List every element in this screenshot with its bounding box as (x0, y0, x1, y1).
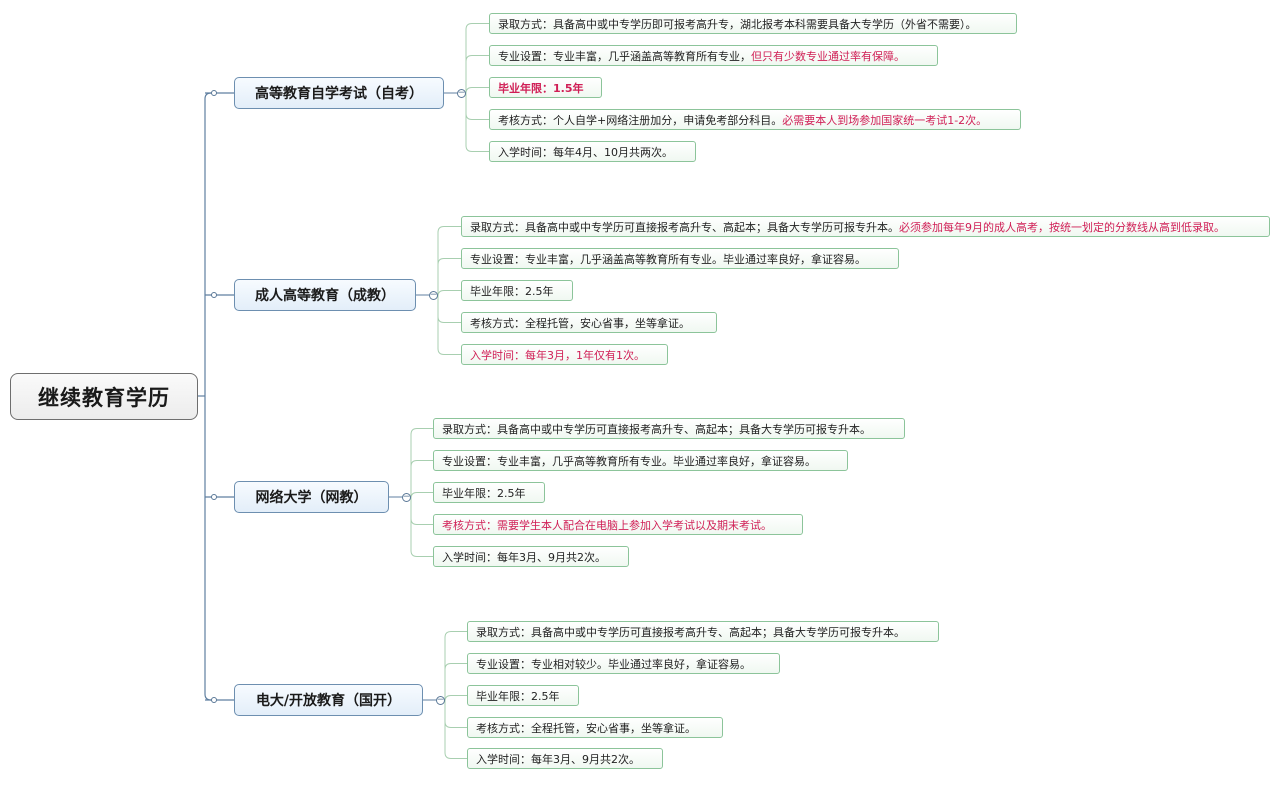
leaf-text: 专业设置：专业丰富，几乎涵盖高等教育所有专业， (498, 49, 751, 63)
leaf-connector (410, 428, 433, 497)
branch-online-university[interactable]: 网络大学（网教） (234, 481, 389, 513)
leaf-highlight-text: 必需要本人到场参加国家统一考试1-2次。 (782, 113, 988, 127)
leaf-text: 考核方式：全程托管，安心省事，坐等拿证。 (476, 721, 696, 735)
leaf-enrollment[interactable]: 入学时间：每年3月、9月共2次。 (433, 546, 629, 567)
leaf-connector (444, 631, 467, 700)
leaf-text: 毕业年限：2.5年 (442, 486, 526, 500)
leaf-connector (465, 87, 489, 94)
leaf-text: 入学时间：每年3月，1年仅有1次。 (470, 348, 645, 362)
leaf-connector (465, 23, 489, 93)
leaf-connector (410, 460, 433, 497)
collapse-toggle-icon[interactable]: − (457, 88, 466, 98)
leaf-enrollment[interactable]: 入学时间：每年4月、10月共两次。 (489, 141, 696, 162)
leaf-assessment[interactable]: 考核方式：全程托管，安心省事，坐等拿证。 (461, 312, 717, 333)
leaf-text: 入学时间：每年3月、9月共2次。 (476, 752, 640, 766)
connector-dot (211, 292, 217, 298)
leaf-enrollment[interactable]: 入学时间：每年3月，1年仅有1次。 (461, 344, 668, 365)
leaf-majors[interactable]: 专业设置：专业丰富，几乎涵盖高等教育所有专业，但只有少数专业通过率有保障。 (489, 45, 938, 66)
leaf-duration[interactable]: 毕业年限：2.5年 (467, 685, 579, 706)
leaf-majors[interactable]: 专业设置：专业丰富，几乎高等教育所有专业。毕业通过率良好，拿证容易。 (433, 450, 848, 471)
leaf-text: 毕业年限：1.5年 (498, 81, 584, 95)
leaf-duration[interactable]: 毕业年限：2.5年 (433, 482, 545, 503)
leaf-majors[interactable]: 专业设置：专业丰富，几乎涵盖高等教育所有专业。毕业通过率良好，拿证容易。 (461, 248, 899, 269)
leaf-text: 考核方式：个人自学+网络注册加分，申请免考部分科目。 (498, 113, 783, 127)
leaf-connector (437, 226, 461, 295)
leaf-assessment[interactable]: 考核方式：全程托管，安心省事，坐等拿证。 (467, 717, 723, 738)
connector-dot (211, 90, 217, 96)
trunk-line (204, 92, 212, 701)
branch-self-study-exam[interactable]: 高等教育自学考试（自考） (234, 77, 444, 109)
leaf-text: 入学时间：每年4月、10月共两次。 (498, 145, 673, 159)
branch-adult-education[interactable]: 成人高等教育（成教） (234, 279, 416, 311)
leaf-text: 录取方式：具备高中或中专学历即可报考高升专，湖北报考本科需要具备大专学历（外省不… (498, 17, 977, 31)
leaf-text: 考核方式：需要学生本人配合在电脑上参加入学考试以及期末考试。 (442, 518, 772, 532)
leaf-connector (410, 497, 433, 525)
leaf-connector (444, 695, 467, 702)
leaf-admission[interactable]: 录取方式：具备高中或中专学历可直接报考高升专、高起本；具备大专学历可报专升本。 (433, 418, 905, 439)
leaf-connector (444, 700, 467, 728)
leaf-enrollment[interactable]: 入学时间：每年3月、9月共2次。 (467, 748, 663, 769)
leaf-text: 毕业年限：2.5年 (470, 284, 554, 298)
leaf-text: 专业设置：专业丰富，几乎涵盖高等教育所有专业。毕业通过率良好，拿证容易。 (470, 252, 866, 266)
leaf-connector (410, 492, 433, 499)
leaf-connector (410, 497, 433, 557)
leaf-admission[interactable]: 录取方式：具备高中或中专学历可直接报考高升专、高起本；具备大专学历可报专升本。 (467, 621, 939, 642)
leaf-assessment[interactable]: 考核方式：需要学生本人配合在电脑上参加入学考试以及期末考试。 (433, 514, 803, 535)
leaf-text: 专业设置：专业丰富，几乎高等教育所有专业。毕业通过率良好，拿证容易。 (442, 454, 816, 468)
leaf-text: 录取方式：具备高中或中专学历可直接报考高升专、高起本；具备大专学历可报专升本。 (442, 422, 871, 436)
leaf-text: 录取方式：具备高中或中专学历可直接报考高升专、高起本；具备大专学历可报专升本。 (476, 625, 905, 639)
leaf-connector (437, 295, 461, 323)
leaf-text: 考核方式：全程托管，安心省事，坐等拿证。 (470, 316, 690, 330)
connector-dot (211, 494, 217, 500)
collapse-toggle-icon[interactable]: − (436, 695, 445, 705)
leaf-connector (465, 55, 489, 93)
collapse-toggle-icon[interactable]: − (429, 290, 438, 300)
leaf-connector (465, 93, 489, 152)
leaf-majors[interactable]: 专业设置：专业相对较少。毕业通过率良好，拿证容易。 (467, 653, 780, 674)
leaf-connector (444, 700, 467, 759)
leaf-connector (465, 93, 489, 120)
leaf-text: 毕业年限：2.5年 (476, 689, 560, 703)
leaf-admission[interactable]: 录取方式：具备高中或中专学历即可报考高升专，湖北报考本科需要具备大专学历（外省不… (489, 13, 1017, 34)
leaf-text: 入学时间：每年3月、9月共2次。 (442, 550, 606, 564)
leaf-admission[interactable]: 录取方式：具备高中或中专学历可直接报考高升专、高起本；具备大专学历可报专升本。必… (461, 216, 1270, 237)
leaf-highlight-text: 必须参加每年9月的成人高考，按统一划定的分数线从高到低录取。 (899, 220, 1225, 234)
leaf-text: 录取方式：具备高中或中专学历可直接报考高升专、高起本；具备大专学历可报专升本。 (470, 220, 899, 234)
leaf-highlight-text: 但只有少数专业通过率有保障。 (751, 49, 905, 63)
leaf-connector (437, 290, 461, 297)
leaf-duration[interactable]: 毕业年限：1.5年 (489, 77, 602, 98)
leaf-connector (437, 295, 461, 355)
leaf-assessment[interactable]: 考核方式：个人自学+网络注册加分，申请免考部分科目。必需要本人到场参加国家统一考… (489, 109, 1021, 130)
connector-dot (211, 697, 217, 703)
branch-open-education[interactable]: 电大/开放教育（国开） (234, 684, 423, 716)
leaf-connector (444, 663, 467, 700)
leaf-text: 专业设置：专业相对较少。毕业通过率良好，拿证容易。 (476, 657, 751, 671)
leaf-duration[interactable]: 毕业年限：2.5年 (461, 280, 573, 301)
leaf-connector (437, 258, 461, 295)
root-topic[interactable]: 继续教育学历 (10, 373, 198, 420)
collapse-toggle-icon[interactable]: − (402, 492, 411, 502)
